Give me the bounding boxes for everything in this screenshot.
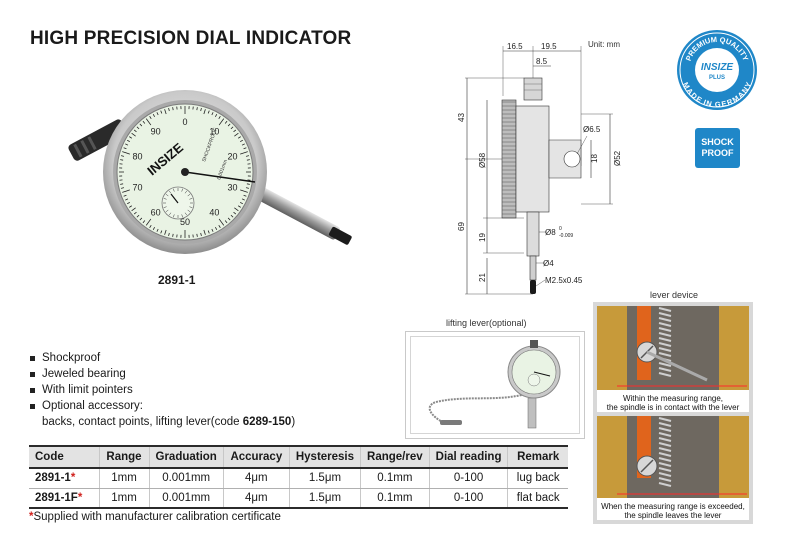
cell-remark: flat back <box>507 488 568 509</box>
lever-panel-contact: Within the measuring range, the spindle … <box>597 306 749 412</box>
dial-number: 40 <box>209 207 219 217</box>
star-mark: * <box>77 491 83 504</box>
lever-exceeded-image <box>597 416 749 498</box>
feature-item: Shockproof <box>30 350 295 366</box>
page-title: HIGH PRECISION DIAL INDICATOR <box>30 28 352 49</box>
spec-table: Code Range Graduation Accuracy Hysteresi… <box>29 445 568 509</box>
dim-19-5: 19.5 <box>541 42 557 51</box>
cell-hysteresis: 1.5μm <box>288 468 361 489</box>
dim-21: 21 <box>478 273 487 282</box>
feature-list: Shockproof Jeweled bearing With limit po… <box>30 350 295 430</box>
header-range-rev: Range/rev <box>360 445 430 469</box>
dial-number: 0 <box>182 117 187 127</box>
dial-number: 80 <box>132 152 142 162</box>
unit-label: Unit: mm <box>588 40 620 49</box>
lever-caption-2-line-1: When the measuring range is exceeded, <box>601 502 745 511</box>
dim-52: Ø52 <box>613 150 622 166</box>
header-dial-reading: Dial reading <box>428 445 508 469</box>
dim-69: 69 <box>457 222 466 231</box>
lever-device-frame: Within the measuring range, the spindle … <box>593 302 753 524</box>
dim-8: Ø8 <box>545 228 556 237</box>
header-code: Code <box>29 445 99 469</box>
accessory-code: 6289-150 <box>242 416 292 428</box>
cell-code: 2891-1* <box>29 468 99 489</box>
dial-number: 20 <box>228 152 238 162</box>
badge-brand: INSIZE <box>701 62 734 73</box>
dim-58: Ø58 <box>478 152 487 168</box>
header-hysteresis: Hysteresis <box>288 445 361 469</box>
lever-caption-1-line-1: Within the measuring range, <box>622 394 724 403</box>
lifting-lever-inner <box>410 336 580 434</box>
technical-drawing: 16.5 19.5 8.5 Ø6.5 18 Ø52 43 69 Ø58 19 2… <box>457 42 622 295</box>
lever-caption-1-line-2: the spindle is in contact with the lever <box>606 403 740 412</box>
cell-range-rev: 0.1mm <box>360 488 430 509</box>
dim-16-5: 16.5 <box>507 42 523 51</box>
dial-number: 50 <box>180 217 190 227</box>
cell-dial-reading: 0-100 <box>428 468 508 489</box>
cell-dial-reading: 0-100 <box>428 488 508 509</box>
header-range: Range <box>98 445 149 469</box>
lifting-lever-label: lifting lever(optional) <box>446 318 527 328</box>
dim-19: 19 <box>478 233 487 242</box>
cell-code: 2891-1F* <box>29 488 99 509</box>
table-row: 2891-1F* 1mm 0.001mm 4μm 1.5μm 0.1mm 0-1… <box>29 488 568 509</box>
table-header-row: Code Range Graduation Accuracy Hysteresi… <box>29 445 568 469</box>
header-remark: Remark <box>507 445 568 469</box>
dim-43: 43 <box>457 113 466 122</box>
star-mark: * <box>29 511 34 523</box>
dim-18: 18 <box>590 154 599 163</box>
footnote: *Supplied with manufacturer calibration … <box>29 511 281 523</box>
feature-item: Optional accessory: <box>30 398 295 414</box>
dim-hole: Ø6.5 <box>583 125 601 134</box>
accessory-line: backs, contact points, lifting lever(cod… <box>42 416 296 428</box>
cell-range-rev: 0.1mm <box>360 468 430 489</box>
dim-8-tol-bot: -0.009 <box>559 233 573 239</box>
dim-thread: M2.5x0.45 <box>545 276 583 285</box>
lever-panel-exceeded: When the measuring range is exceeded, th… <box>597 416 749 520</box>
dial-number: 90 <box>151 127 161 137</box>
shockproof-badge: SHOCK PROOF <box>695 128 740 168</box>
cell-hysteresis: 1.5μm <box>288 488 361 509</box>
dial-number: 70 <box>132 182 142 192</box>
lever-caption-2-line-2: the spindle leaves the lever <box>624 511 722 520</box>
cell-graduation: 0.001mm <box>148 468 224 489</box>
shock-badge-line2: PROOF <box>701 148 734 158</box>
dial-number: 30 <box>228 182 238 192</box>
dim-4: Ø4 <box>543 259 554 268</box>
premium-quality-badge: PREMIUM QUALITY MADE IN GERMANY INSIZE P… <box>677 30 757 110</box>
cell-range: 1mm <box>98 468 149 489</box>
lever-device-label: lever device <box>650 290 699 300</box>
cell-accuracy: 4μm <box>222 488 290 509</box>
dial-number: 60 <box>151 207 161 217</box>
cell-remark: lug back <box>507 468 568 489</box>
lever-contact-image <box>597 306 749 390</box>
feature-item: With limit pointers <box>30 382 295 398</box>
dim-8-tol-top: 0 <box>559 226 562 232</box>
star-mark: * <box>70 472 76 485</box>
table-row: 2891-1* 1mm 0.001mm 4μm 1.5μm 0.1mm 0-10… <box>29 468 568 489</box>
header-accuracy: Accuracy <box>222 445 290 469</box>
cell-range: 1mm <box>98 488 149 509</box>
dial-needle <box>184 171 256 183</box>
dial-number: 10 <box>209 127 219 137</box>
shock-badge-line1: SHOCK <box>701 137 734 147</box>
model-label: 2891-1 <box>158 273 196 287</box>
dim-8-5: 8.5 <box>536 57 548 66</box>
cell-accuracy: 4μm <box>222 468 290 489</box>
lifting-lever-image <box>428 340 561 429</box>
cell-graduation: 0.001mm <box>148 488 224 509</box>
header-graduation: Graduation <box>148 445 224 469</box>
badge-sub: PLUS <box>709 75 725 81</box>
feature-item: Jeweled bearing <box>30 366 295 382</box>
